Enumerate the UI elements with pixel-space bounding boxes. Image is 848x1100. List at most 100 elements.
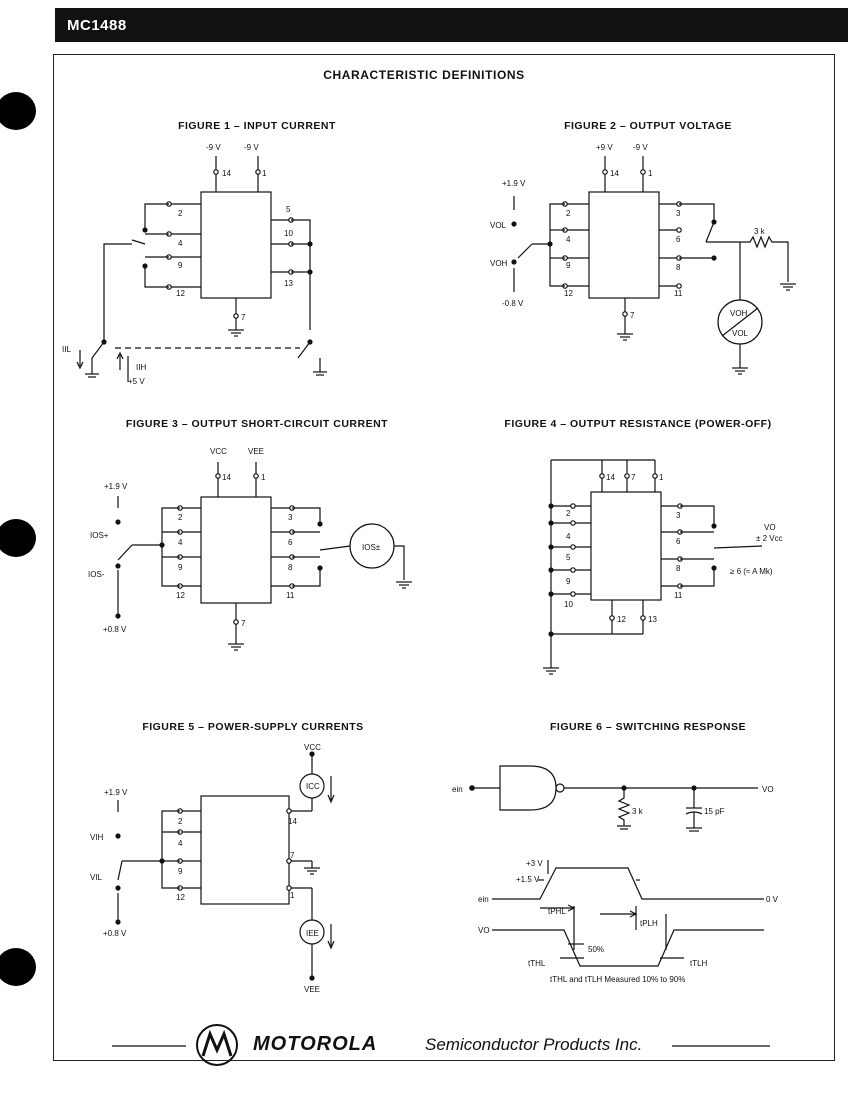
pin-label: 5 bbox=[286, 205, 291, 214]
pin-label: 1 bbox=[290, 891, 295, 900]
label-vol: VOL bbox=[490, 221, 507, 230]
pin-label: 10 bbox=[564, 600, 573, 609]
label-r3k: 3 k bbox=[754, 227, 766, 236]
pin-label: 1 bbox=[659, 473, 664, 482]
label-c15pf: 15 pF bbox=[704, 807, 725, 816]
label-tthl: tTHL bbox=[528, 959, 546, 968]
label-ro: ≥ 6 (≈ A Mk) bbox=[730, 567, 773, 576]
pin-label: 12 bbox=[564, 289, 573, 298]
pin-label: 9 bbox=[178, 261, 183, 270]
pin-label: 1 bbox=[261, 473, 266, 482]
label-neg9v: -9 V bbox=[633, 143, 648, 152]
pin-label: 8 bbox=[288, 563, 293, 572]
pin-label: 7 bbox=[630, 311, 635, 320]
pin-label: 8 bbox=[676, 564, 681, 573]
pin-label: 7 bbox=[241, 313, 246, 322]
label-ios-minus: IOS- bbox=[88, 570, 105, 579]
label-ios-pm: IOS± bbox=[362, 543, 381, 552]
pin-label: 6 bbox=[676, 537, 681, 546]
figure-5-circuit bbox=[115, 751, 335, 981]
label-vih: VIH bbox=[90, 833, 104, 842]
label-pos9v: +9 V bbox=[596, 143, 613, 152]
label-vo: VO bbox=[478, 926, 490, 935]
label-ios-plus: IOS+ bbox=[90, 531, 109, 540]
page-title: CHARACTERISTIC DEFINITIONS bbox=[323, 68, 525, 82]
pin-label: 4 bbox=[566, 532, 571, 541]
pin-label: 9 bbox=[178, 563, 183, 572]
label-icc: ICC bbox=[306, 782, 320, 791]
pin-label: 4 bbox=[178, 538, 183, 547]
pin-label: 3 bbox=[676, 209, 681, 218]
label-iil: IIL bbox=[62, 345, 71, 354]
pin-label: 11 bbox=[674, 289, 683, 298]
pin-label: 14 bbox=[222, 169, 231, 178]
pin-label: 10 bbox=[284, 229, 293, 238]
label-vcc: VCC bbox=[210, 447, 227, 456]
label-vol: VOL bbox=[732, 329, 749, 338]
page-frame bbox=[53, 54, 835, 1061]
pin-label: 9 bbox=[178, 867, 183, 876]
label-vil: VIL bbox=[90, 873, 103, 882]
brand-tagline: Semiconductor Products Inc. bbox=[425, 1035, 643, 1054]
pin-label: 12 bbox=[176, 893, 185, 902]
binder-hole bbox=[0, 519, 36, 557]
pin-label: 13 bbox=[284, 279, 293, 288]
pin-label: 4 bbox=[178, 839, 183, 848]
label-v0: 0 V bbox=[766, 895, 779, 904]
label-pos19v: +1.9 V bbox=[502, 179, 526, 188]
label-ttlh: tTLH bbox=[690, 959, 708, 968]
label-neg08v: -0.8 V bbox=[502, 299, 524, 308]
pin-label: 7 bbox=[631, 473, 636, 482]
label-vee: VEE bbox=[248, 447, 264, 456]
pin-label: 8 bbox=[676, 263, 681, 272]
pin-label: 12 bbox=[176, 591, 185, 600]
pin-label: 1 bbox=[648, 169, 653, 178]
pin-label: 12 bbox=[176, 289, 185, 298]
pin-label: 3 bbox=[288, 513, 293, 522]
label-tplh: tPLH bbox=[640, 919, 658, 928]
figure-6-title: FIGURE 6 – SWITCHING RESPONSE bbox=[550, 721, 746, 733]
pin-label: 2 bbox=[178, 513, 183, 522]
figure-4-circuit bbox=[543, 459, 763, 675]
label-tphl: tPHL bbox=[548, 907, 566, 916]
pin-label: 1 bbox=[262, 169, 267, 178]
label-vee: VEE bbox=[304, 985, 320, 994]
figure-1-circuit bbox=[76, 156, 327, 382]
label-voh: VOH bbox=[730, 309, 748, 318]
pin-label: 2 bbox=[566, 209, 571, 218]
label-ein: ein bbox=[452, 785, 463, 794]
pin-label: 5 bbox=[566, 553, 571, 562]
pin-label: 3 bbox=[676, 511, 681, 520]
header-bar: MC1488 bbox=[55, 8, 848, 42]
label-vcc: VCC bbox=[304, 743, 321, 752]
pin-label: 9 bbox=[566, 577, 571, 586]
figure-3-title: FIGURE 3 – OUTPUT SHORT-CIRCUIT CURRENT bbox=[125, 418, 389, 430]
label-pos5v: +5 V bbox=[128, 377, 145, 386]
figure-5-title: FIGURE 5 – POWER-SUPPLY CURRENTS bbox=[142, 721, 364, 733]
pin-label: 13 bbox=[648, 615, 657, 624]
label-pos19v: +1.9 V bbox=[104, 788, 128, 797]
label-pos08v: +0.8 V bbox=[103, 929, 127, 938]
pin-label: 4 bbox=[178, 239, 183, 248]
label-iih: IIH bbox=[136, 363, 146, 372]
label-ein: ein bbox=[478, 895, 489, 904]
pin-label: 14 bbox=[222, 473, 231, 482]
pin-label: 7 bbox=[290, 851, 295, 860]
figure-6-circuit bbox=[469, 765, 764, 967]
figure-4-title: FIGURE 4 – OUTPUT RESISTANCE (POWER-OFF) bbox=[504, 418, 772, 430]
pin-label: 2 bbox=[178, 817, 183, 826]
binder-hole bbox=[0, 92, 36, 130]
label-v3: +3 V bbox=[526, 859, 543, 868]
part-number: MC1488 bbox=[67, 17, 127, 34]
pin-label: 6 bbox=[676, 235, 681, 244]
pin-label: 2 bbox=[566, 509, 571, 518]
pin-label: 6 bbox=[288, 538, 293, 547]
label-neg9v: -9 V bbox=[244, 143, 259, 152]
label-pos08v: +0.8 V bbox=[103, 625, 127, 634]
label-vo: VO bbox=[762, 785, 774, 794]
label-voh: VOH bbox=[490, 259, 508, 268]
pin-label: 9 bbox=[566, 261, 571, 270]
pin-label: 14 bbox=[606, 473, 615, 482]
